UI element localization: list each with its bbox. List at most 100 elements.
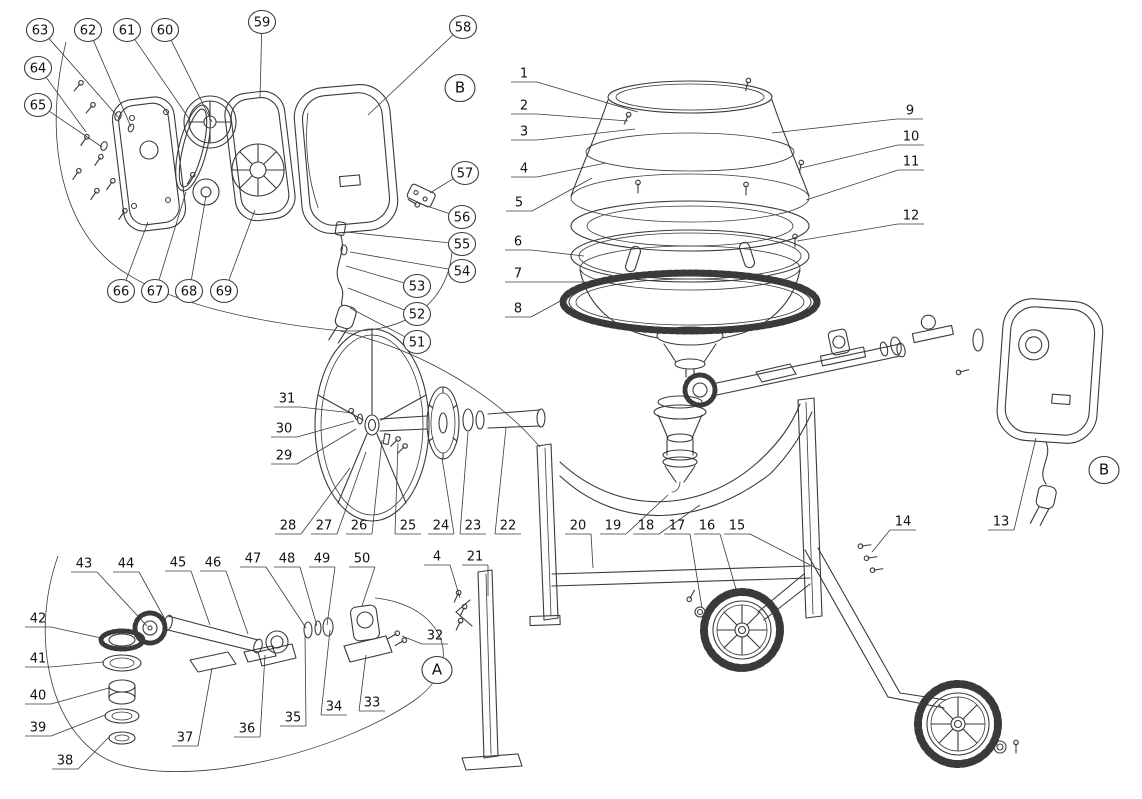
svg-text:21: 21 xyxy=(467,550,484,565)
callout-24: 24 xyxy=(428,457,455,535)
svg-text:13: 13 xyxy=(993,515,1010,530)
callout-62: 62 xyxy=(73,17,132,128)
callout-19: 19 xyxy=(600,494,669,535)
callout-5: 5 xyxy=(506,177,593,212)
callout-2: 2 xyxy=(511,99,629,122)
svg-text:25: 25 xyxy=(400,519,417,534)
svg-text:42: 42 xyxy=(30,612,47,627)
main-shaft xyxy=(163,614,263,654)
small-pulley xyxy=(192,178,220,206)
svg-text:41: 41 xyxy=(30,652,47,667)
svg-text:8: 8 xyxy=(514,302,522,317)
callout-36: 36 xyxy=(234,654,266,738)
svg-text:46: 46 xyxy=(205,556,222,571)
callout-59: 59 xyxy=(247,9,277,99)
bearing-housing-1 xyxy=(257,630,297,667)
power-cable-and-plug xyxy=(328,221,357,344)
svg-text:30: 30 xyxy=(276,422,293,437)
callout-29: 29 xyxy=(271,428,357,465)
callout-A: A xyxy=(421,655,453,685)
callout-54: 54 xyxy=(349,251,477,284)
svg-text:68: 68 xyxy=(181,285,198,300)
callout-18: 18 xyxy=(633,504,701,535)
brand-badge xyxy=(338,174,361,188)
callout-10: 10 xyxy=(800,130,924,169)
pinion-gear xyxy=(132,610,168,646)
svg-text:57: 57 xyxy=(457,167,474,182)
callout-31: 31 xyxy=(274,392,353,414)
svg-text:52: 52 xyxy=(409,308,426,323)
callout-38: 38 xyxy=(52,736,110,770)
svg-text:56: 56 xyxy=(454,211,471,226)
callout-40: 40 xyxy=(25,687,110,705)
svg-text:34: 34 xyxy=(326,700,343,715)
svg-text:26: 26 xyxy=(351,519,368,534)
svg-text:5: 5 xyxy=(515,196,523,211)
callout-30: 30 xyxy=(271,420,355,438)
callout-61: 61 xyxy=(112,17,191,121)
callout-68: 68 xyxy=(174,195,207,304)
svg-text:65: 65 xyxy=(30,99,47,114)
drum-assembly-exploded xyxy=(559,77,821,493)
mount-plates xyxy=(189,645,277,673)
callout-64: 64 xyxy=(23,55,87,133)
callout-25: 25 xyxy=(394,442,421,535)
callout-14: 14 xyxy=(871,515,916,553)
svg-text:60: 60 xyxy=(157,24,174,39)
callout-51: 51 xyxy=(349,307,432,355)
flange-ring xyxy=(570,200,810,252)
callout-11: 11 xyxy=(805,155,924,201)
callout-27: 27 xyxy=(311,451,367,535)
callout-43: 43 xyxy=(71,557,148,627)
brand-badge xyxy=(1051,393,1071,406)
svg-text:32: 32 xyxy=(427,629,444,644)
svg-text:35: 35 xyxy=(285,711,302,726)
callout-52: 52 xyxy=(347,287,432,327)
svg-text:33: 33 xyxy=(364,696,381,711)
callout-32: 32 xyxy=(401,629,448,645)
callout-66: 66 xyxy=(106,221,149,304)
callout-33: 33 xyxy=(358,654,385,712)
svg-text:15: 15 xyxy=(729,519,746,534)
svg-text:67: 67 xyxy=(147,285,164,300)
callout-15: 15 xyxy=(724,519,821,571)
callout-26: 26 xyxy=(346,439,383,535)
svg-text:38: 38 xyxy=(57,754,74,769)
plug-icon xyxy=(1029,484,1057,526)
callout-9: 9 xyxy=(771,104,923,134)
callout-55: 55 xyxy=(345,231,477,257)
callout-65: 65 xyxy=(23,92,103,148)
svg-text:10: 10 xyxy=(903,130,920,145)
svg-text:31: 31 xyxy=(279,392,296,407)
callout-44: 44 xyxy=(113,557,167,622)
callout-48: 48 xyxy=(274,552,318,627)
left-post xyxy=(536,443,559,621)
gasket-panel xyxy=(224,90,296,222)
callout-4: 4 xyxy=(511,162,607,178)
callout-20: 20 xyxy=(565,519,594,569)
motor-cover-right xyxy=(955,298,1104,526)
svg-text:40: 40 xyxy=(30,689,47,704)
svg-text:54: 54 xyxy=(454,265,471,280)
svg-text:9: 9 xyxy=(906,104,914,119)
ratchet-disc xyxy=(426,386,460,460)
svg-text:20: 20 xyxy=(570,519,587,534)
callout-45: 45 xyxy=(165,556,211,626)
svg-text:63: 63 xyxy=(32,24,49,39)
svg-text:36: 36 xyxy=(239,722,256,737)
wheel-legs xyxy=(757,547,947,709)
stand-leg xyxy=(451,569,523,771)
callout-34: 34 xyxy=(320,629,347,716)
callout-3: 3 xyxy=(511,125,636,141)
callout-22: 22 xyxy=(494,427,521,535)
callout-6: 6 xyxy=(505,235,585,257)
wheel-left xyxy=(685,588,784,672)
callout-17: 17 xyxy=(664,519,703,609)
svg-text:66: 66 xyxy=(113,285,130,300)
motor-assembly-exploded xyxy=(70,79,436,344)
callout-13: 13 xyxy=(988,437,1037,531)
svg-text:53: 53 xyxy=(409,280,426,295)
svg-text:44: 44 xyxy=(118,557,135,572)
